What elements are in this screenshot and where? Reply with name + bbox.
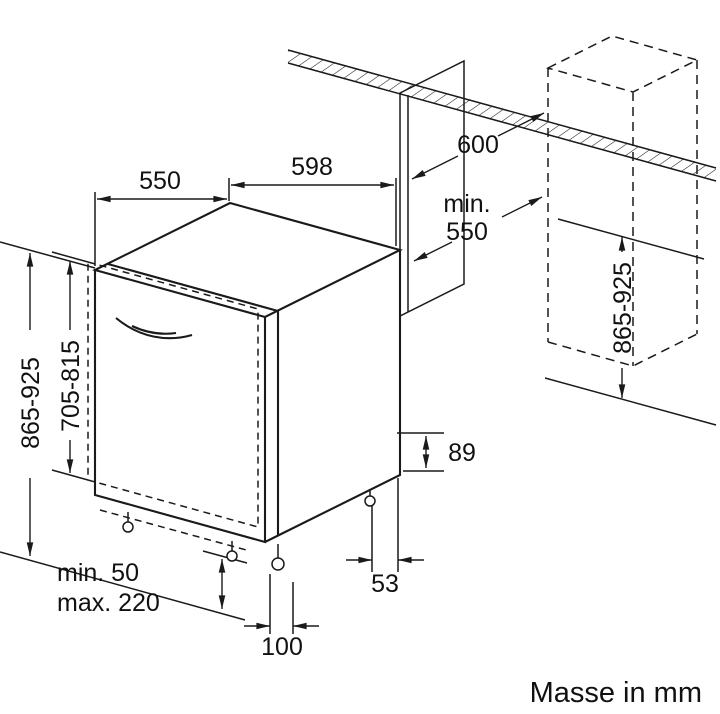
foot-icon [271,557,285,571]
dim-89: 89 [397,432,476,472]
footer-note: Masse in mm [530,677,702,709]
dim-min-550-line-b [501,196,543,218]
worktop-hatch [288,50,716,181]
dim-100-label: 100 [261,633,303,661]
dim-53-label: 53 [371,570,399,598]
dim-min-550-line-a [413,241,453,262]
dim-plinth-max-label: max. 220 [57,589,160,617]
feet-stems [127,490,371,558]
foot-icon [226,550,238,562]
dim-600-line-a [411,155,459,180]
foot-icon [122,521,134,533]
foot-icon [364,495,376,507]
dim-min-550-prefix: min. [443,190,490,218]
dim-865-925-left: 865-925 [17,253,45,556]
dim-705-815: 705-815 [57,261,85,473]
dim-53: 53 [346,478,424,598]
worktop-edges [287,49,717,182]
dim-865-right-label: 865-925 [609,262,637,354]
dishwasher-feet [122,490,376,571]
worktop [287,49,717,182]
dim-598: 598 [231,153,397,246]
tall-cabinet-dashed [545,35,700,367]
dim-865-925-right: 865-925 [609,237,637,398]
niche-wall [399,59,465,318]
dim-550-label: 550 [139,167,181,195]
dim-89-label: 89 [448,439,476,467]
niche-wall-outline [399,59,465,318]
dim-min-550: min. 550 [413,190,543,262]
plinth-dashed [99,509,251,552]
floor-line-left [0,551,246,621]
dim-89-extensions [397,432,444,472]
dim-100: 100 [244,574,319,661]
cabinet-outline [545,35,700,367]
dim-600-line-b [497,112,545,137]
dim-600-label: 600 [457,131,499,159]
reference-lines [0,218,705,564]
floor-line-right [544,377,717,426]
dim-865-left-label: 865-925 [17,357,45,449]
floor-lines [0,377,717,621]
door-handle-icon [115,317,193,340]
dim-550: 550 [94,167,230,266]
dim-100-extensions [269,574,294,634]
door-panel-dashed [87,261,259,528]
dim-600: 600 [411,112,545,180]
dim-705-label: 705-815 [57,340,85,432]
dim-plinth-min-max: min. 50 max. 220 [57,559,226,617]
dishwasher-body [92,201,403,544]
dim-min-550-value: 550 [446,218,488,246]
dim-598-label: 598 [291,153,333,181]
dishwasher [87,201,403,571]
reference-diagonals [0,218,705,564]
dim-53-extensions [371,478,399,572]
dim-550-extensions [94,178,230,266]
dim-plinth-min-label: min. 50 [57,559,139,587]
